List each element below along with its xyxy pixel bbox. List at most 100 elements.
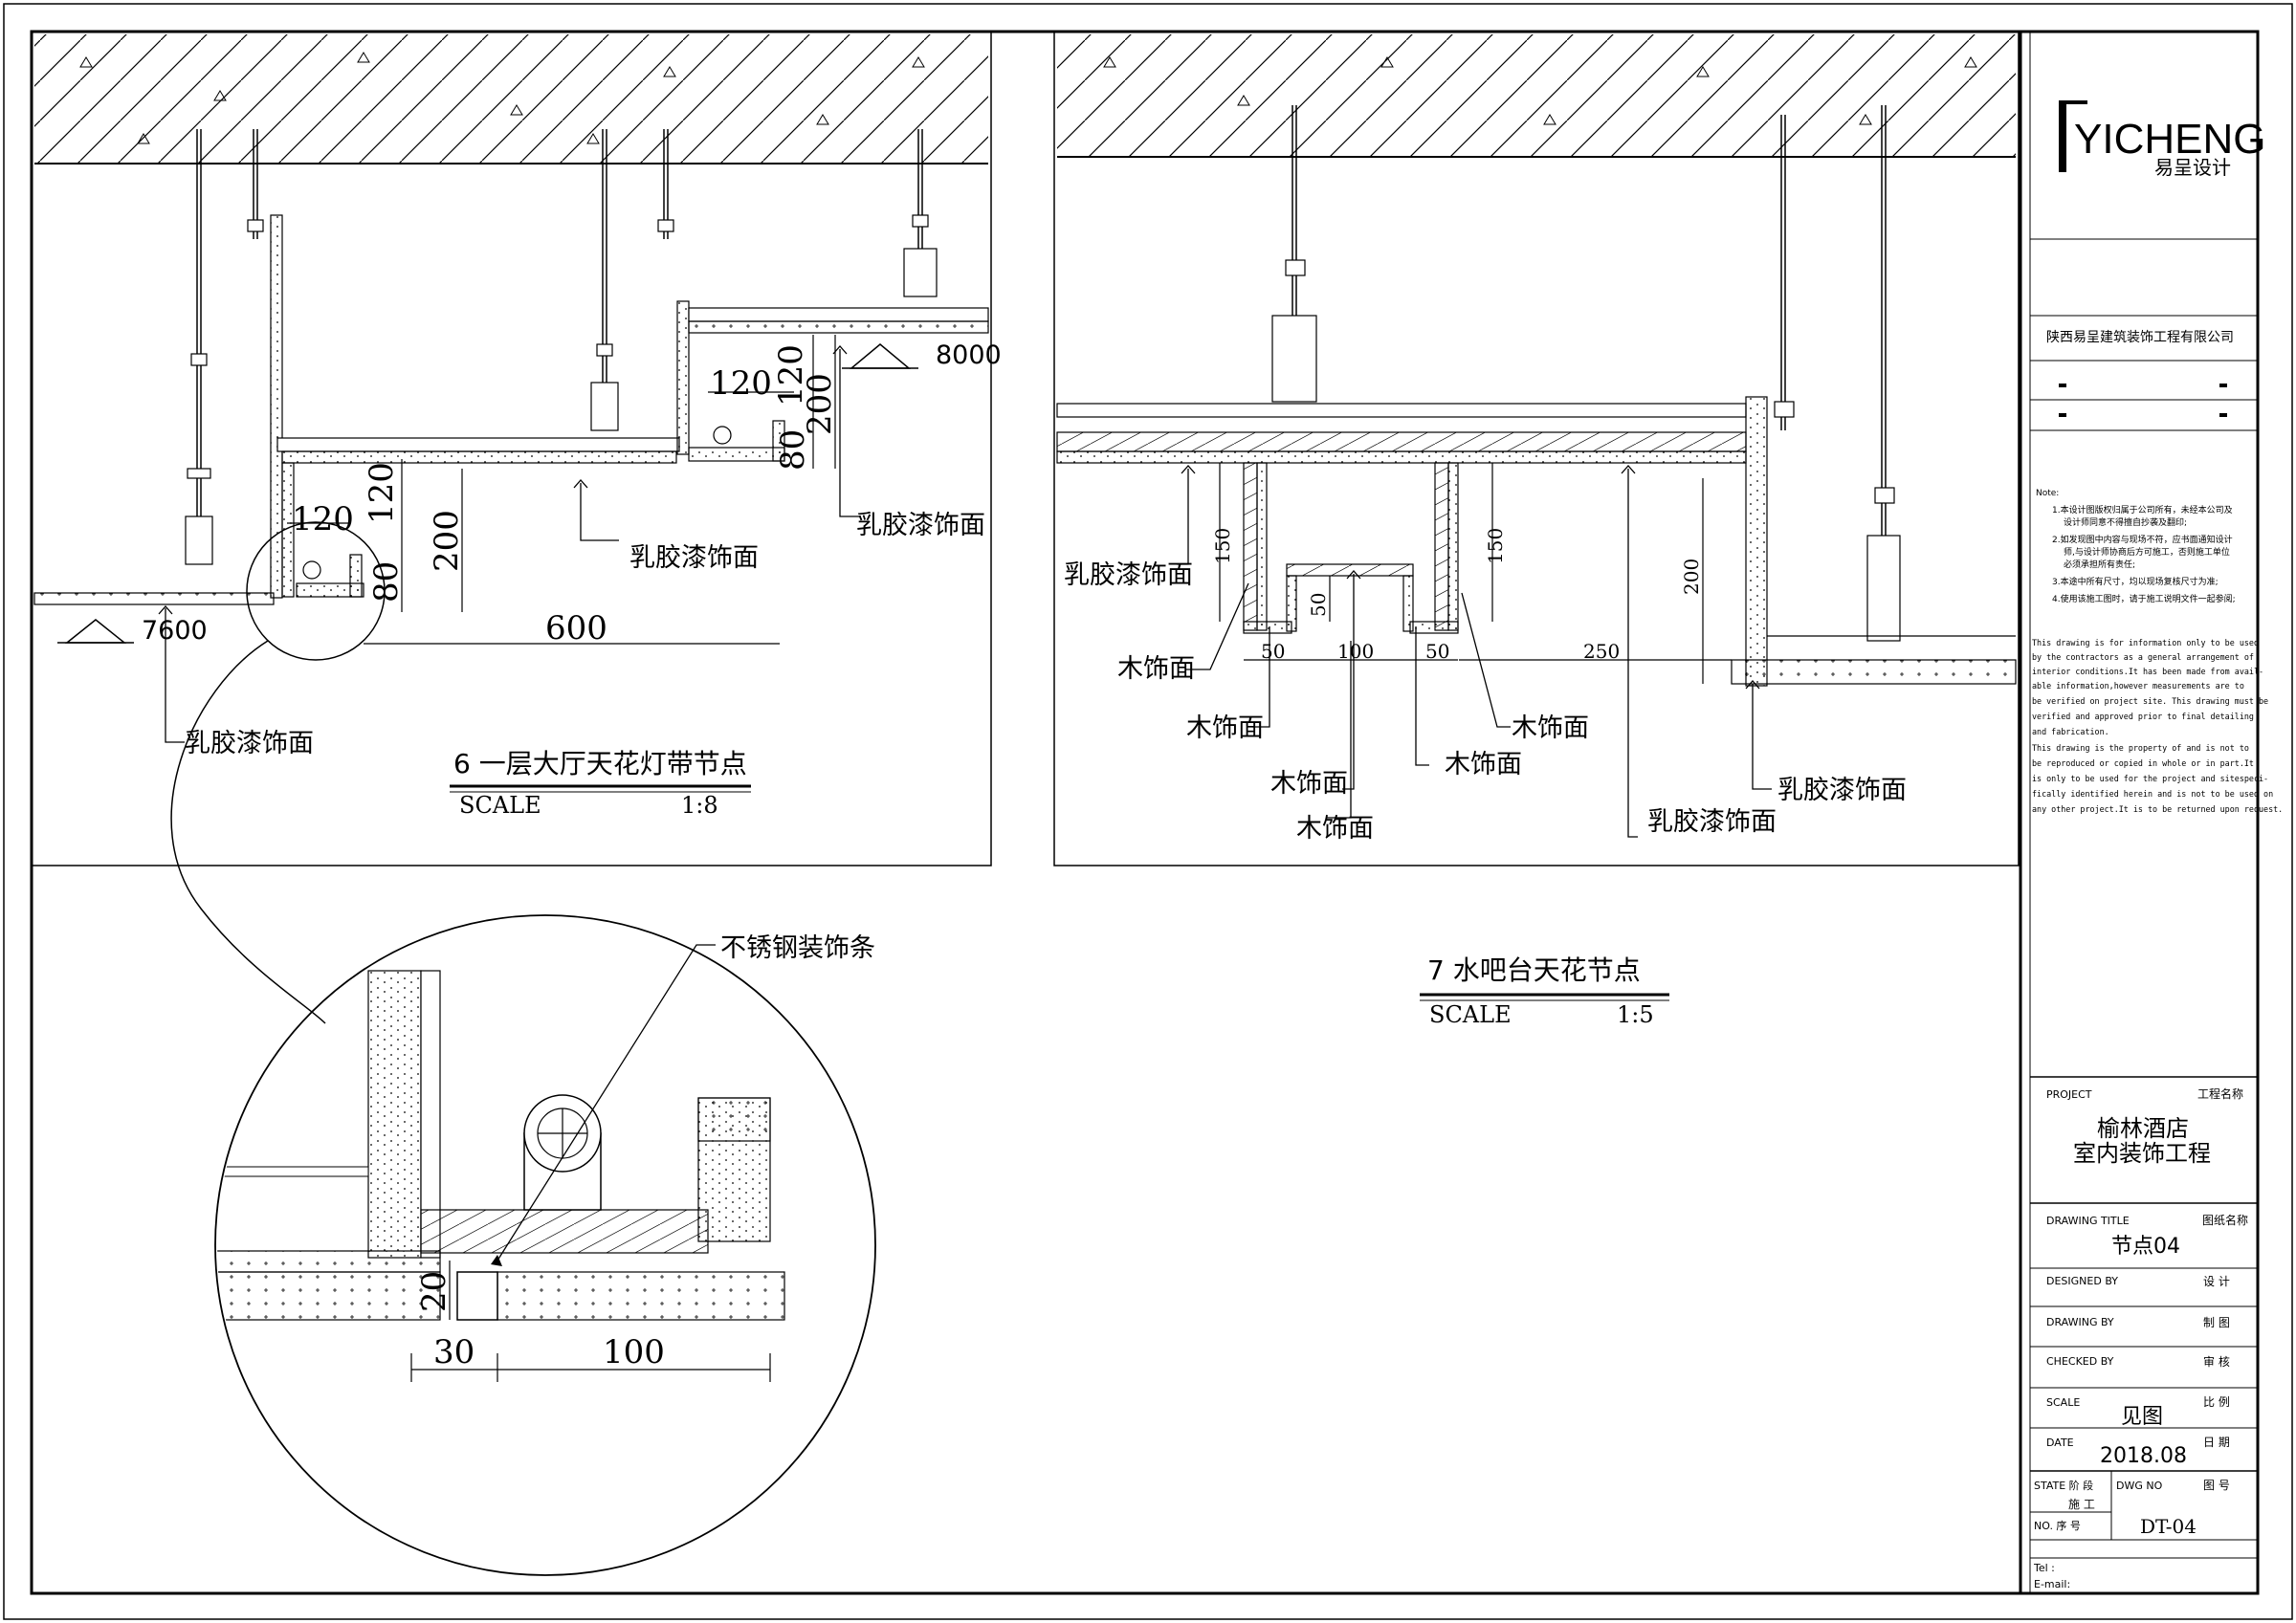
- svg-text:verified and approved prior to: verified and approved prior to final det…: [2032, 712, 2254, 721]
- detail7-title: 7 水吧台天花节点: [1427, 954, 1641, 986]
- dim-200-7: 200: [1680, 559, 1703, 595]
- concrete-slab-2: [1057, 34, 2016, 157]
- enlarged-dim-20: 20: [415, 1271, 453, 1312]
- svg-text:师,与设计师协商后方可施工，否则施工单位: 师,与设计师协商后方可施工，否则施工单位: [2064, 546, 2230, 558]
- dim-50b: 50: [1261, 640, 1285, 663]
- dim-150a: 150: [1211, 528, 1234, 564]
- detail7-title-block: 7 水吧台天花节点 SCALE 1:5: [1420, 954, 1669, 1028]
- svg-text:and fabrication.: and fabrication.: [2032, 727, 2109, 736]
- d7-label-paint-mid: 乳胶漆饰面: [1647, 807, 1777, 837]
- svg-text:设计师同意不得擅自抄袭及翻印;: 设计师同意不得擅自抄袭及翻印;: [2064, 516, 2187, 528]
- dwg-no: DT-04: [2140, 1515, 2197, 1538]
- detail7-frame: [1053, 31, 2020, 866]
- d7-label-paint-right: 乳胶漆饰面: [1777, 776, 1907, 805]
- detail6-title-block: 6 一层大厅天花灯带节点 SCALE 1:8: [450, 748, 751, 819]
- dwg-no-label: DWG NO: [2116, 1480, 2163, 1492]
- project-name-1: 榆林酒店: [2097, 1115, 2189, 1142]
- project-name-2: 室内装饰工程: [2073, 1140, 2211, 1167]
- notes-cn: 1.本设计图版权归属于公司所有，未经本公司及 设计师同意不得擅自抄袭及翻印; 2…: [2052, 504, 2236, 604]
- date-label-cn: 日 期: [2203, 1436, 2230, 1449]
- d7-label-wood-1: 木饰面: [1117, 654, 1195, 684]
- enlarged-dim-100: 100: [603, 1333, 665, 1371]
- notes-en: This drawing is for information only to …: [2032, 638, 2283, 814]
- enlarged-dim-30: 30: [433, 1333, 475, 1371]
- concrete-slab: [34, 34, 988, 164]
- d7-label-wood-6: 木饰面: [1512, 713, 1589, 743]
- dim-120d: 120: [772, 344, 810, 406]
- detail6-frame: [31, 31, 992, 866]
- dim-120a: 120: [292, 500, 354, 538]
- svg-text:4.使用该施工图时，请于施工说明文件一起参阅;: 4.使用该施工图时，请于施工说明文件一起参阅;: [2052, 593, 2236, 604]
- email-label: E-mail:: [2034, 1578, 2070, 1590]
- d7-label-wood-2: 木饰面: [1186, 713, 1264, 743]
- svg-text:be verified on project site. T: be verified on project site. This drawin…: [2032, 696, 2268, 706]
- drawing-title: 节点04: [2111, 1235, 2180, 1259]
- note-title: Note:: [2036, 489, 2059, 498]
- tel-label: Tel :: [2033, 1562, 2055, 1574]
- detail6-texts: 120 120 80 200 600 120 120 80 200: [292, 344, 839, 647]
- label-paint-3: 乳胶漆饰面: [185, 729, 314, 758]
- d7-label-wood-4: 木饰面: [1296, 814, 1374, 844]
- svg-text:by the contractors as a genera: by the contractors as a general arrangem…: [2032, 652, 2254, 662]
- no-label: NO. 序 号: [2034, 1519, 2081, 1532]
- dim-120b: 120: [363, 462, 401, 524]
- checked-by-label: CHECKED BY: [2046, 1355, 2114, 1368]
- detail7-scale-label: SCALE: [1429, 1001, 1512, 1028]
- outer-border: [3, 3, 2293, 1620]
- svg-text:is only to be used for the pro: is only to be used for the project and s…: [2032, 774, 2268, 783]
- svg-text:3.本途中所有尺寸，均以现场复核尺寸为准;: 3.本途中所有尺寸，均以现场复核尺寸为准;: [2052, 576, 2219, 587]
- drawing-title-label-cn: 图纸名称: [2202, 1213, 2248, 1227]
- label-paint-2: 乳胶漆饰面: [856, 511, 985, 540]
- svg-text:be reproduced or copied in who: be reproduced or copied in whole or in p…: [2032, 758, 2254, 768]
- dim-120c: 120: [710, 364, 772, 403]
- designed-by-label: DESIGNED BY: [2046, 1275, 2118, 1287]
- dim-80b: 80: [774, 429, 812, 471]
- project-label: PROJECT: [2046, 1088, 2092, 1101]
- label-stainless-strip: 不锈钢装饰条: [720, 933, 875, 963]
- svg-text:able information,however meas: able information,however measurements ar…: [2032, 681, 2244, 691]
- date-label: DATE: [2046, 1437, 2074, 1449]
- label-paint-1: 乳胶漆饰面: [629, 543, 759, 573]
- detail7-drawing: [1056, 34, 2017, 838]
- svg-text:2.如发现图中内容与现场不符，应书面通知设计: 2.如发现图中内容与现场不符，应书面通知设计: [2052, 534, 2233, 545]
- drawing-title-label: DRAWING TITLE: [2046, 1215, 2130, 1227]
- elevation-7600: 7600: [142, 616, 208, 646]
- scale-label: SCALE: [2046, 1396, 2080, 1409]
- drawing-by-label: DRAWING BY: [2046, 1316, 2114, 1328]
- detail7-texts: 150 150 50 50 50 100 250 200: [1211, 528, 1703, 663]
- drawing-by-cn: 制 图: [2203, 1316, 2230, 1329]
- dim-80: 80: [367, 561, 406, 603]
- state-value: 施 工: [2068, 1498, 2095, 1511]
- svg-text:This drawing is the property o: This drawing is the property of and is n…: [2032, 743, 2249, 753]
- detail6-scale-value: 1:8: [681, 792, 718, 819]
- svg-text:fically identified herein and: fically identified herein and is not to …: [2032, 789, 2273, 799]
- scale-label-cn: 比 例: [2203, 1395, 2230, 1409]
- dim-50a: 50: [1307, 593, 1330, 617]
- detail6-drawing: [33, 34, 989, 1024]
- elevation-8000: 8000: [936, 340, 1002, 370]
- d7-label-wood-3: 木饰面: [1270, 769, 1348, 799]
- detail6-scale-label: SCALE: [459, 792, 541, 819]
- designed-by-cn: 设 计: [2203, 1275, 2230, 1288]
- dim-150b: 150: [1484, 528, 1507, 564]
- svg-text:any other project.It is to be: any other project.It is to be returned u…: [2032, 804, 2283, 814]
- svg-text:This drawing is for informatio: This drawing is for information only to …: [2032, 638, 2259, 647]
- dim-600: 600: [545, 609, 607, 647]
- logo-subtext: 易呈设计: [2154, 156, 2231, 179]
- title-block: YICHENG 易呈设计 陕西易呈建筑装饰工程有限公司 Note: 1.本设计图…: [2019, 32, 2283, 1593]
- detail7-scale-value: 1:5: [1617, 1001, 1654, 1028]
- dim-100: 100: [1337, 640, 1374, 663]
- logo-text: YICHENG: [2074, 116, 2265, 163]
- dwg-no-label-cn: 图 号: [2203, 1479, 2230, 1492]
- logo-mark: [2059, 100, 2066, 172]
- scale-value: 见图: [2121, 1405, 2163, 1429]
- d7-label-wood-5: 木饰面: [1445, 750, 1522, 779]
- svg-text:interior conditions.It has bee: interior conditions.It has been made fro…: [2032, 667, 2263, 676]
- dim-250: 250: [1583, 640, 1620, 663]
- project-label-cn: 工程名称: [2197, 1086, 2243, 1101]
- svg-text:必须承担所有责任;: 必须承担所有责任;: [2064, 559, 2135, 570]
- dim-200: 200: [428, 510, 466, 572]
- detail6-title: 6 一层大厅天花灯带节点: [453, 748, 747, 779]
- dim-200b: 200: [801, 373, 839, 435]
